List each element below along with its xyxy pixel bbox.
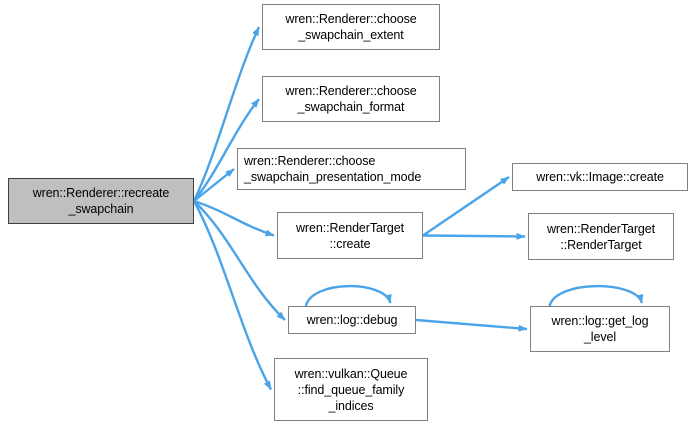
graph-node-render_target_create[interactable]: wren::RenderTarget ::create	[277, 212, 423, 259]
graph-edge-log_get_log_level-to-log_get_log_level	[548, 284, 644, 307]
graph-node-label: wren::vulkan::Queue ::find_queue_family …	[294, 366, 408, 413]
graph-node-find_queue_family_indices[interactable]: wren::vulkan::Queue ::find_queue_family …	[274, 358, 428, 421]
graph-edge-recreate_swapchain-to-find_queue_family_indices	[192, 200, 273, 391]
graph-node-label: wren::vk::Image::create	[536, 170, 664, 184]
graph-edge-log_debug-to-log_get_log_level	[415, 318, 528, 332]
graph-edge-render_target_create-to-vk_image_create	[422, 176, 510, 237]
graph-node-choose_swapchain_presentation_mode[interactable]: wren::Renderer::choose _swapchain_presen…	[237, 148, 466, 190]
graph-node-choose_swapchain_extent[interactable]: wren::Renderer::choose _swapchain_extent	[262, 4, 440, 50]
graph-node-label: wren::Renderer::choose _swapchain_format	[285, 84, 417, 114]
graph-node-log_debug[interactable]: wren::log::debug	[288, 306, 416, 334]
graph-node-label: wren::Renderer::choose _swapchain_extent	[285, 12, 417, 42]
graph-node-label: wren::log::debug	[306, 313, 398, 327]
graph-node-log_get_log_level[interactable]: wren::log::get_log _level	[530, 306, 670, 352]
graph-node-recreate_swapchain[interactable]: wren::Renderer::recreate _swapchain	[8, 178, 194, 224]
graph-edge-recreate_swapchain-to-log_debug	[193, 200, 286, 321]
graph-node-label: wren::Renderer::recreate _swapchain	[32, 186, 170, 216]
graph-node-choose_swapchain_format[interactable]: wren::Renderer::choose _swapchain_format	[262, 76, 440, 122]
graph-edge-render_target_create-to-render_target_ctor	[422, 232, 526, 240]
graph-edge-recreate_swapchain-to-render_target_create	[193, 199, 275, 237]
graph-node-label: wren::RenderTarget ::create	[296, 220, 404, 251]
graph-edge-recreate_swapchain-to-choose_swapchain_presentation_mode	[193, 168, 235, 202]
graph-edge-log_debug-to-log_debug	[304, 284, 392, 307]
graph-edge-recreate_swapchain-to-choose_swapchain_format	[193, 98, 260, 202]
graph-node-render_target_ctor[interactable]: wren::RenderTarget ::RenderTarget	[528, 213, 674, 260]
graph-node-label: wren::Renderer::choose _swapchain_presen…	[244, 154, 422, 184]
graph-edge-recreate_swapchain-to-choose_swapchain_extent	[192, 26, 261, 202]
graph-node-vk_image_create[interactable]: wren::vk::Image::create	[512, 163, 688, 191]
graph-node-label: wren::log::get_log _level	[551, 314, 649, 344]
graph-node-label: wren::RenderTarget ::RenderTarget	[547, 221, 655, 252]
